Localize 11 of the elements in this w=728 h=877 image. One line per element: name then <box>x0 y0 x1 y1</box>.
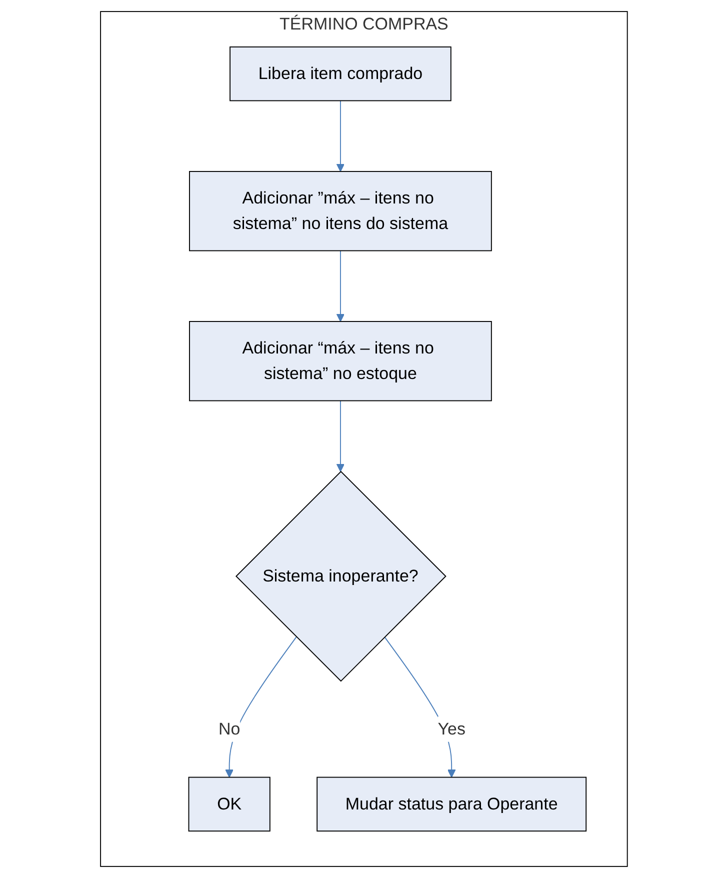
arrow <box>336 100 345 172</box>
node-box: OK <box>188 776 270 832</box>
node-box: Libera item comprado <box>230 46 452 101</box>
node-diamond: Sistema inoperante? <box>236 470 446 682</box>
node-box: Adicionar ”máx – itens no sistema” no itens do sistema <box>189 170 492 251</box>
node-box: Mudar status para Operante <box>316 776 587 832</box>
edge-label: Yes <box>438 718 466 738</box>
node-box: Adicionar “máx – itens no sistema” no estoque <box>189 320 492 401</box>
arrow <box>336 250 345 322</box>
edge-label: No <box>218 718 240 738</box>
arrow <box>336 400 345 472</box>
